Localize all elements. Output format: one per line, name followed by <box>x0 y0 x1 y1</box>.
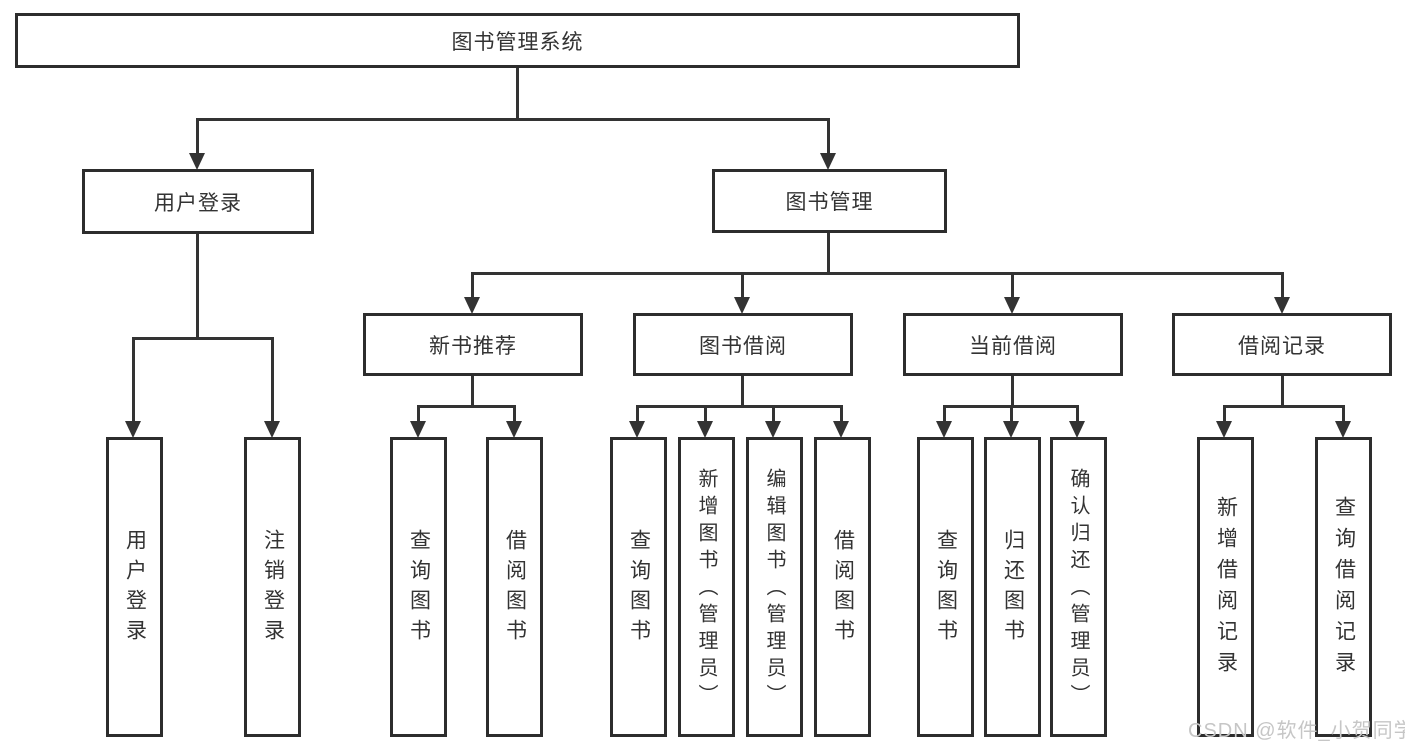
connector-hline <box>195 117 830 121</box>
node-current-borrow: 当前借阅 <box>903 313 1123 376</box>
connector-vline <box>1075 405 1079 421</box>
connector-vline <box>131 337 135 421</box>
leaf-return-books: 归还图书 <box>984 437 1041 737</box>
connector-vline <box>470 272 474 297</box>
node-book-management: 图书管理 <box>712 169 947 233</box>
leaf-query-books-3: 查询图书 <box>917 437 974 737</box>
leaf-add-books-admin: 新增图书（管理员） <box>678 437 735 737</box>
connector-vline <box>826 118 830 153</box>
arrowhead-down-icon <box>734 297 750 314</box>
arrowhead-down-icon <box>464 297 480 314</box>
connector-vline <box>1280 272 1284 297</box>
connector-vline <box>270 337 274 421</box>
connector-vline <box>826 233 830 274</box>
connector-vline <box>942 405 946 421</box>
leaf-add-borrow-record: 新增借阅记录 <box>1197 437 1254 737</box>
leaf-logout: 注销登录 <box>244 437 301 737</box>
arrowhead-down-icon <box>125 421 141 438</box>
leaf-edit-books-admin: 编辑图书（管理员） <box>746 437 803 737</box>
arrowhead-down-icon <box>629 421 645 438</box>
connector-hline <box>942 404 1079 408</box>
connector-vline <box>195 118 199 153</box>
connector-vline <box>740 272 744 297</box>
leaf-query-books-1: 查询图书 <box>390 437 447 737</box>
arrowhead-down-icon <box>765 421 781 438</box>
connector-vline <box>1010 272 1014 297</box>
arrowhead-down-icon <box>936 421 952 438</box>
node-book-borrow: 图书借阅 <box>633 313 853 376</box>
arrowhead-down-icon <box>264 421 280 438</box>
arrowhead-down-icon <box>1003 421 1019 438</box>
arrowhead-down-icon <box>410 421 426 438</box>
node-user-login: 用户登录 <box>82 169 314 234</box>
arrowhead-down-icon <box>189 153 205 170</box>
leaf-user-login: 用户登录 <box>106 437 163 737</box>
leaf-borrow-books-1: 借阅图书 <box>486 437 543 737</box>
connector-vline <box>515 68 519 120</box>
connector-hline <box>470 271 1284 275</box>
connector-vline <box>416 405 420 421</box>
leaf-query-books-2: 查询图书 <box>610 437 667 737</box>
connector-hline <box>131 336 274 340</box>
arrowhead-down-icon <box>1216 421 1232 438</box>
leaf-query-borrow-record: 查询借阅记录 <box>1315 437 1372 737</box>
arrowhead-down-icon <box>1004 297 1020 314</box>
node-borrow-records: 借阅记录 <box>1172 313 1392 376</box>
leaf-confirm-return-admin: 确认归还（管理员） <box>1050 437 1107 737</box>
connector-vline <box>1222 405 1226 421</box>
csdn-watermark: CSDN @软件_小贺同学 <box>1188 720 1405 742</box>
connector-vline <box>1009 405 1013 421</box>
node-new-book-recommend: 新书推荐 <box>363 313 583 376</box>
arrowhead-down-icon <box>697 421 713 438</box>
connector-vline <box>771 405 775 421</box>
connector-vline <box>1280 376 1284 407</box>
connector-hline <box>635 404 843 408</box>
arrowhead-down-icon <box>1069 421 1085 438</box>
connector-vline <box>703 405 707 421</box>
connector-vline <box>512 405 516 421</box>
connector-vline <box>839 405 843 421</box>
arrowhead-down-icon <box>833 421 849 438</box>
connector-vline <box>470 376 474 407</box>
connector-vline <box>635 405 639 421</box>
connector-vline <box>1010 376 1014 407</box>
arrowhead-down-icon <box>820 153 836 170</box>
leaf-borrow-books-2: 借阅图书 <box>814 437 871 737</box>
connector-hline <box>1222 404 1345 408</box>
connector-vline <box>740 376 744 407</box>
connector-vline <box>1341 405 1345 421</box>
arrowhead-down-icon <box>1274 297 1290 314</box>
arrowhead-down-icon <box>506 421 522 438</box>
arrowhead-down-icon <box>1335 421 1351 438</box>
node-root: 图书管理系统 <box>15 13 1020 68</box>
connector-vline <box>195 234 199 339</box>
connector-hline <box>416 404 516 408</box>
